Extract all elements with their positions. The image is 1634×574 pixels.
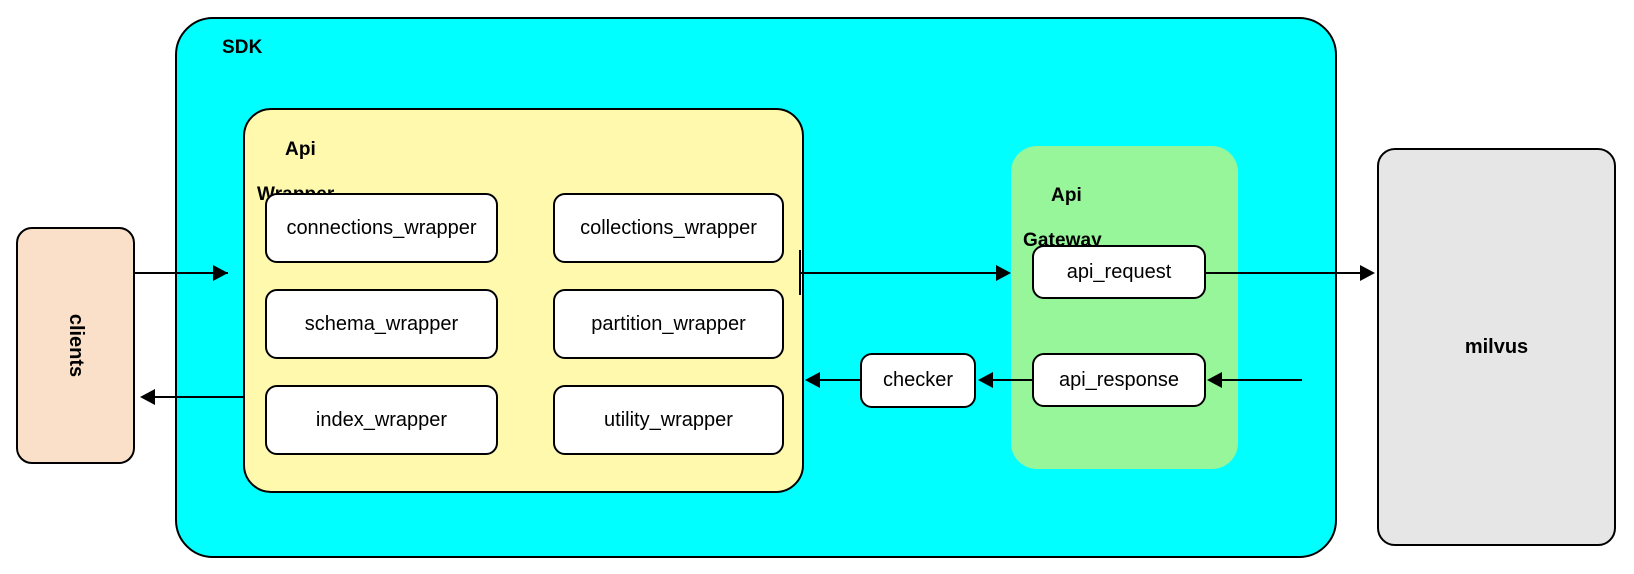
node-partition-wrapper[interactable]: partition_wrapper — [553, 289, 784, 359]
node-clients-label: clients — [64, 313, 87, 378]
edge-wrapper-to-gateway-stub — [799, 250, 801, 295]
edge-request-to-milvus-line — [1206, 272, 1362, 274]
node-index-wrapper[interactable]: index_wrapper — [265, 385, 498, 455]
edge-response-to-checker-arrowhead — [978, 372, 993, 388]
node-schema-wrapper[interactable]: schema_wrapper — [265, 289, 498, 359]
node-checker[interactable]: checker — [860, 353, 976, 408]
node-milvus[interactable]: milvus — [1377, 148, 1616, 546]
edge-checker-to-wrapper-line — [820, 379, 860, 381]
edge-milvus-to-response-arrowhead — [1207, 372, 1222, 388]
edge-wrapper-to-gateway-line — [800, 272, 1000, 274]
node-connections-wrapper[interactable]: connections_wrapper — [265, 193, 498, 263]
edge-checker-to-wrapper-arrowhead — [805, 372, 820, 388]
node-collections-wrapper[interactable]: collections_wrapper — [553, 193, 784, 263]
group-api-wrapper-label-line1: Api — [285, 139, 316, 161]
group-api-gateway-label-line1: Api — [1051, 185, 1082, 207]
group-sdk-label: SDK — [222, 37, 263, 58]
node-clients[interactable]: clients — [16, 227, 135, 464]
edge-clients-to-wrapper-arrowhead — [213, 265, 228, 281]
edge-wrapper-to-gateway-arrowhead — [996, 265, 1011, 281]
edge-response-to-checker-line — [993, 379, 1032, 381]
node-api-response[interactable]: api_response — [1032, 353, 1206, 407]
node-utility-wrapper[interactable]: utility_wrapper — [553, 385, 784, 455]
edge-wrapper-to-clients-line — [155, 396, 243, 398]
edge-wrapper-to-clients-arrowhead — [140, 389, 155, 405]
edge-milvus-to-response-line — [1222, 379, 1302, 381]
edge-clients-to-wrapper-line — [135, 272, 228, 274]
edge-request-to-milvus-arrowhead — [1360, 265, 1375, 281]
node-api-request[interactable]: api_request — [1032, 245, 1206, 299]
group-api-gateway[interactable] — [1011, 146, 1238, 469]
